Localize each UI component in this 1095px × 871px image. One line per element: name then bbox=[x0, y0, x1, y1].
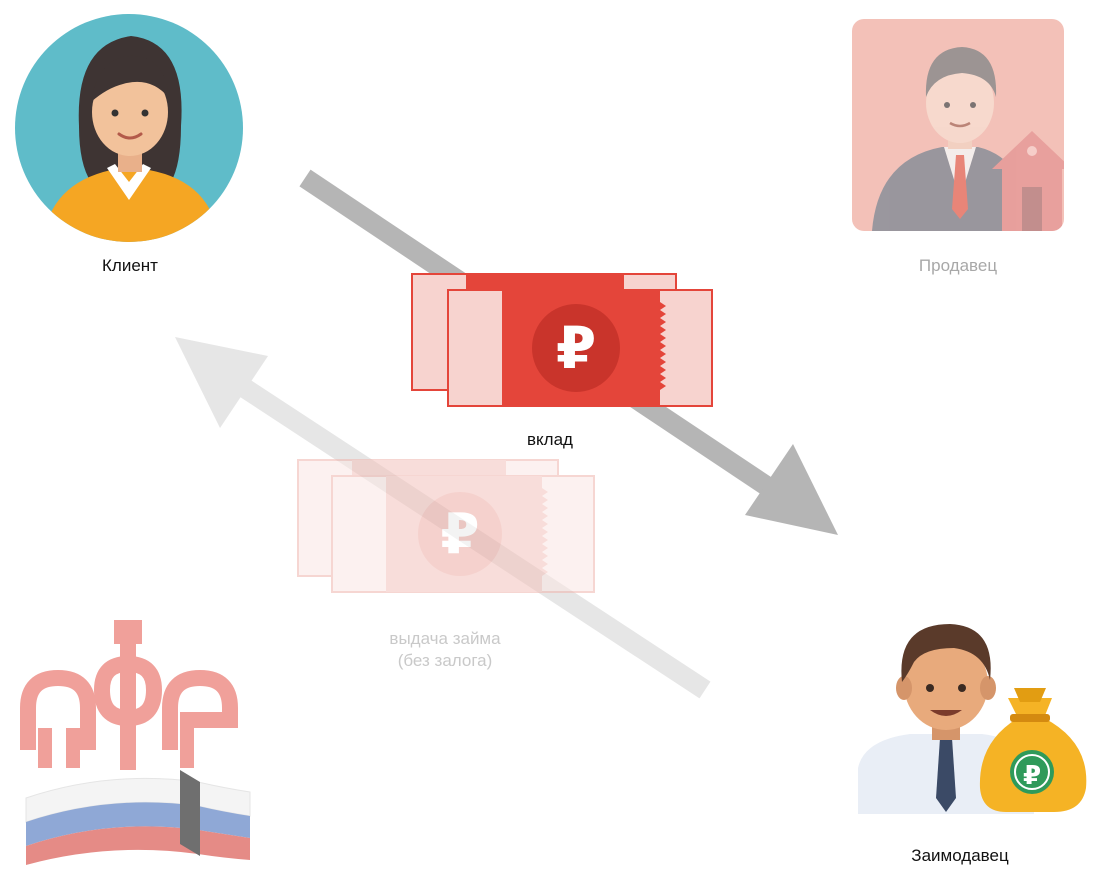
svg-text:₽: ₽ bbox=[441, 502, 480, 567]
client-label: Клиент bbox=[102, 256, 158, 275]
lender-label: Заимодавец bbox=[911, 846, 1009, 865]
svg-text:₽: ₽ bbox=[556, 314, 596, 382]
client-avatar bbox=[15, 14, 243, 242]
ruble-banknote-icon: ₽ bbox=[297, 459, 595, 593]
pfr-logo-icon bbox=[20, 620, 251, 865]
loan-label-line1: выдача займа bbox=[389, 629, 501, 648]
pfr-logo bbox=[10, 620, 255, 865]
man-with-house-icon bbox=[852, 19, 1064, 231]
money-bag-icon: ₽ bbox=[979, 688, 1087, 812]
svg-text:₽: ₽ bbox=[1023, 761, 1041, 791]
loan-label: выдача займа (без залога) bbox=[350, 628, 540, 672]
seller-label: Продавец bbox=[918, 256, 998, 275]
lender-avatar: ₽ bbox=[858, 618, 1090, 814]
deposit-label: вклад bbox=[527, 430, 573, 449]
man-with-money-bag-icon: ₽ bbox=[858, 624, 1087, 814]
seller-avatar bbox=[852, 19, 1064, 231]
woman-avatar-icon bbox=[15, 14, 243, 242]
deposit-banknote: ₽ bbox=[410, 272, 714, 408]
ruble-banknote-icon: ₽ bbox=[411, 273, 713, 407]
loan-label-line2: (без залога) bbox=[397, 651, 493, 670]
loan-banknote: ₽ bbox=[296, 458, 598, 594]
